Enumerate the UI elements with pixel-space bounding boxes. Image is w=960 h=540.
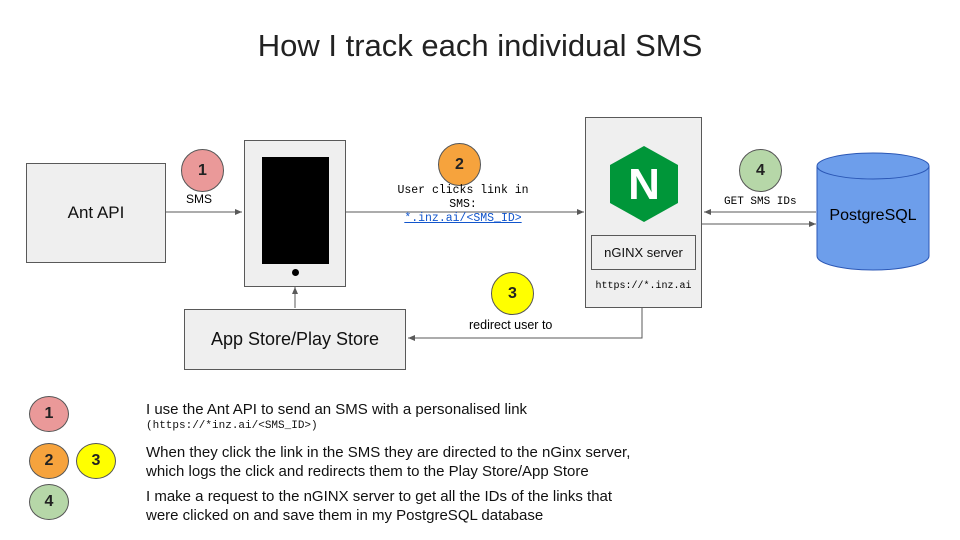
app-store-label: App Store/Play Store [210, 329, 380, 349]
legend-item-1-code: (https://*inz.ai/<SMS_ID>) [146, 420, 318, 432]
nginx-server-label: nGINX server [604, 245, 683, 260]
nginx-logo-icon: N [610, 146, 678, 222]
phone-screen [262, 157, 329, 264]
phone-home-button [292, 269, 299, 276]
legend-step-3-badge: 3 [76, 443, 116, 479]
nginx-server-label-box: nGINX server [591, 235, 696, 270]
legend-step-4-badge: 4 [29, 484, 69, 520]
step-1-badge: 1 [181, 149, 224, 192]
legend-item-2-line2: which logs the click and redirects them … [146, 463, 589, 480]
sms-link[interactable]: *.inz.ai/<SMS_ID> [404, 212, 522, 225]
ant-api-label: Ant API [67, 203, 125, 222]
arrow-redirect [408, 308, 643, 341]
legend-step-1-badge: 1 [29, 396, 69, 432]
step-2-badge: 2 [438, 143, 481, 186]
nginx-server-box: N nGINX server https://*.inz.ai [585, 117, 702, 308]
legend-item-2: When they click the link in the SMS they… [146, 443, 630, 481]
legend-step-2-badge: 2 [29, 443, 69, 479]
step-3-badge: 3 [491, 272, 534, 315]
ant-api-box: Ant API [26, 163, 166, 263]
phone-device [244, 140, 346, 287]
edge-label-sms: SMS [186, 192, 213, 206]
edge-label-get-sms-ids: GET SMS IDs [724, 196, 797, 208]
postgresql-label: PostgreSQL [829, 207, 917, 224]
legend-item-2-line1: When they click the link in the SMS they… [146, 444, 631, 461]
step-4-badge: 4 [739, 149, 782, 192]
nginx-logo-letter: N [628, 160, 660, 209]
postgresql-database-icon [816, 152, 930, 271]
edge-label-redirect: redirect user to [469, 318, 553, 332]
edge-label-user-click-line1: User clicks link in [397, 184, 529, 197]
nginx-url: https://*.inz.ai [595, 281, 692, 292]
legend-item-1-text: I use the Ant API to send an SMS with a … [146, 401, 528, 418]
edge-label-user-click: User clicks link in SMS: *.inz.ai/<SMS_I… [373, 184, 553, 226]
edge-label-user-click-line2: SMS: [449, 198, 477, 211]
legend-item-3: I make a request to the nGINX server to … [146, 487, 612, 525]
legend-item-3-line1: I make a request to the nGINX server to … [146, 488, 613, 505]
legend-item-3-line2: were clicked on and save them in my Post… [146, 507, 544, 524]
legend-item-1: I use the Ant API to send an SMS with a … [146, 400, 527, 434]
app-store-box: App Store/Play Store [184, 309, 406, 370]
page-title: How I track each individual SMS [257, 28, 703, 63]
